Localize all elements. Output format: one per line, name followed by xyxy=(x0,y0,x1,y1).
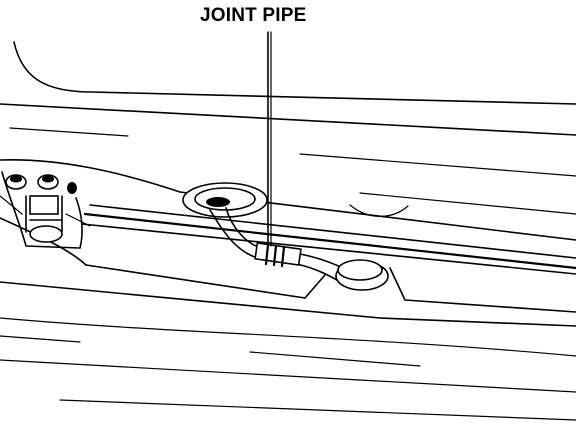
upper-grommet xyxy=(182,182,268,218)
lower-grommet xyxy=(335,259,389,291)
hinge-assembly xyxy=(0,171,91,249)
joint-pipe-label: JOINT PIPE xyxy=(200,5,307,26)
upper-panel-edges xyxy=(0,41,576,217)
sill-rail xyxy=(0,159,576,313)
lower-panel-edges xyxy=(0,281,576,421)
joint-pipe xyxy=(254,242,302,268)
